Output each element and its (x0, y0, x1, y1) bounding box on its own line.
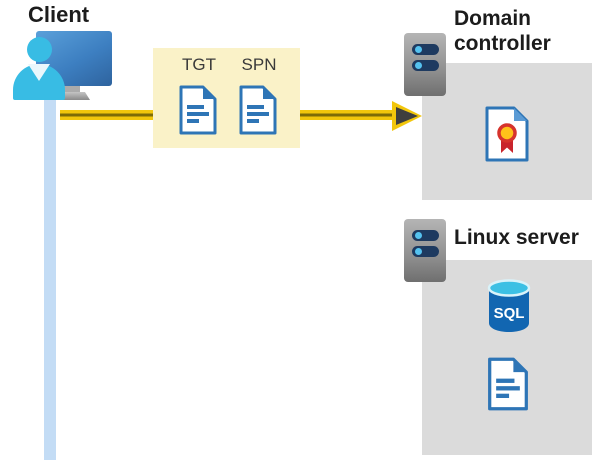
monitor-stand-base (54, 92, 90, 100)
linux-server-icon (404, 219, 446, 282)
tgt-label: TGT (182, 55, 216, 74)
linux-server-label: Linux server (454, 226, 579, 249)
client-connection-line (44, 94, 56, 460)
person-icon (27, 37, 52, 62)
spn-label: SPN (241, 55, 277, 74)
monitor-stand-neck (64, 85, 80, 93)
sql-label: SQL (494, 305, 525, 322)
server-led-icon (415, 46, 422, 53)
domain-controller-server-icon (404, 33, 446, 96)
auth-arrow-head-icon (392, 101, 422, 131)
server-bar (412, 246, 439, 257)
sql-database-icon: SQL (487, 279, 531, 332)
tgt-document-icon (179, 85, 217, 135)
ticket-highlight-box: TGT SPN (153, 48, 300, 148)
server-bar (412, 60, 439, 71)
keytab-document-icon (488, 357, 528, 411)
spn-document-icon (239, 85, 277, 135)
server-led-icon (415, 232, 422, 239)
client-label: Client (28, 2, 90, 27)
server-led-icon (415, 248, 422, 255)
domain-controller-label: Domain controller (454, 7, 551, 56)
server-bar (412, 44, 439, 55)
server-bar (412, 230, 439, 241)
person-collar (28, 64, 50, 81)
certificate-icon (485, 106, 529, 162)
person-body (13, 64, 65, 100)
server-led-icon (415, 62, 422, 69)
